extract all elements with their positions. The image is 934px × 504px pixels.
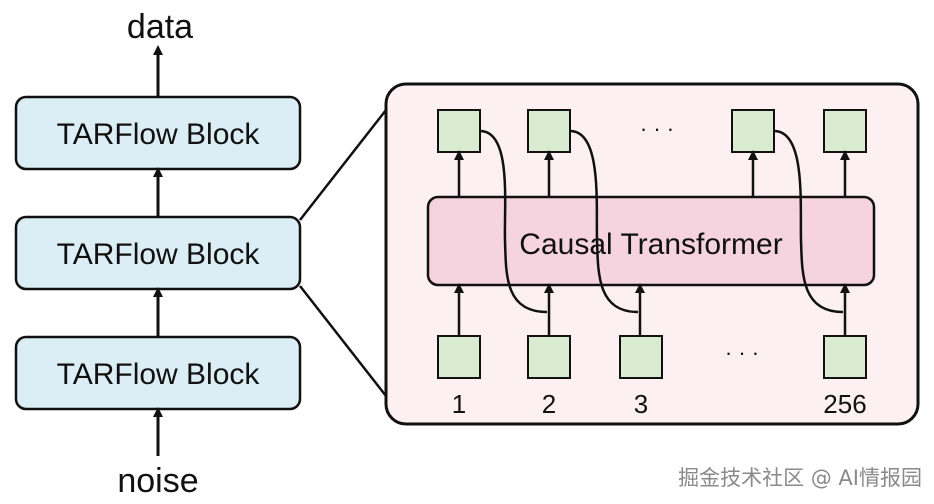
input-token-3 [619,335,663,379]
tarflow-block-bottom-label: TARFlow Block [57,358,261,391]
output-token-2 [527,109,571,153]
shift-connection-1-to-2 [479,129,548,314]
output-token-1 [437,109,481,153]
input-token-1 [437,335,481,379]
token-label-3: 3 [634,389,648,419]
input-token-256 [823,335,867,379]
zoom-line-top [299,109,387,221]
input-ellipsis: · · · [725,340,759,365]
token-label-1: 1 [452,389,466,419]
watermark: 掘金技术社区 @ AI情报园 [678,466,922,490]
output-ellipsis: · · · [640,116,674,141]
causal-transformer [426,195,876,287]
data-label: data [127,8,193,46]
input-token-2 [527,335,571,379]
zoom-line-bottom [299,285,387,397]
token-label-256: 256 [823,389,866,419]
output-token-255 [731,109,775,153]
tarflow-block-middle-label: TARFlow Block [57,238,261,271]
causal-transformer-label: Causal Transformer [519,228,782,261]
token-label-2: 2 [542,389,556,419]
noise-label: noise [117,462,198,500]
shift-connection-2-to-3 [569,129,639,314]
output-token-256 [823,109,867,153]
shift-connection-255-to-256 [773,129,844,314]
tarflow-block-top-label: TARFlow Block [57,118,261,151]
